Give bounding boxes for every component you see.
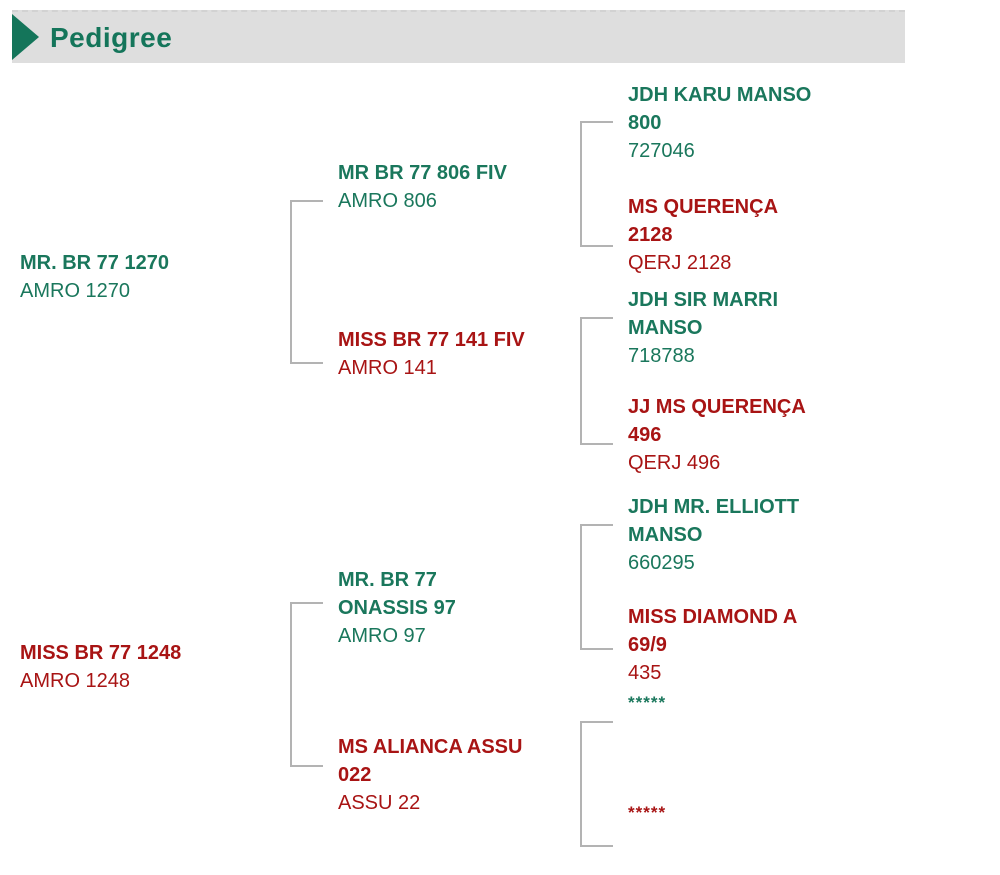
animal-registration-number: QERJ 496	[628, 452, 721, 474]
animal-registration-number: ASSU 22	[338, 792, 421, 814]
pedigree-node-dam-dam-dam: *****	[628, 803, 863, 823]
pedigree-section-header: Pedigree	[12, 10, 905, 63]
animal-name[interactable]: MISS BR 77 141 FIV	[338, 329, 525, 351]
animal-name[interactable]: MR. BR 77 ONASSIS 97	[338, 569, 456, 619]
pedigree-node-dam: MISS BR 77 1248 AMRO 1248	[20, 639, 280, 695]
animal-registration-number: AMRO 806	[338, 190, 437, 212]
section-title: Pedigree	[50, 22, 173, 53]
animal-name[interactable]: MISS BR 77 1248	[20, 642, 182, 664]
pedigree-node-sire-sire: MR BR 77 806 FIV AMRO 806	[338, 159, 583, 215]
arrow-right-icon	[12, 14, 39, 60]
animal-name[interactable]: MS QUERENÇA 2128	[628, 196, 779, 246]
animal-name[interactable]: JDH KARU MANSO 800	[628, 84, 812, 134]
pedigree-node-sire-dam-sire: JDH SIR MARRI MANSO 718788	[628, 286, 863, 370]
animal-name[interactable]: JDH SIR MARRI MANSO	[628, 289, 779, 339]
animal-registration-number: 718788	[628, 345, 695, 367]
pedigree-node-dam-sire-dam: MISS DIAMOND A 69/9 435	[628, 603, 863, 687]
connector-bracket	[580, 524, 613, 650]
animal-name[interactable]: MR BR 77 806 FIV	[338, 162, 507, 184]
animal-name[interactable]: MR. BR 77 1270	[20, 252, 169, 274]
connector-bracket	[580, 121, 613, 247]
pedigree-node-dam-dam: MS ALIANCA ASSU 022 ASSU 22	[338, 733, 583, 817]
unknown-ancestor-stars: *****	[628, 693, 667, 712]
animal-registration-number: AMRO 141	[338, 357, 437, 379]
animal-registration-number: 727046	[628, 140, 695, 162]
animal-registration-number: AMRO 97	[338, 625, 426, 647]
pedigree-node-dam-dam-sire: *****	[628, 693, 863, 713]
animal-registration-number: 435	[628, 662, 662, 684]
animal-registration-number: 660295	[628, 552, 695, 574]
unknown-ancestor-stars: *****	[628, 803, 667, 822]
animal-name[interactable]: MS ALIANCA ASSU 022	[338, 736, 523, 786]
animal-name[interactable]: JDH MR. ELLIOTT MANSO	[628, 496, 800, 546]
pedigree-node-sire-sire-sire: JDH KARU MANSO 800 727046	[628, 81, 863, 165]
pedigree-node-sire-sire-dam: MS QUERENÇA 2128 QERJ 2128	[628, 193, 863, 277]
animal-registration-number: QERJ 2128	[628, 252, 732, 274]
pedigree-node-sire-dam-dam: JJ MS QUERENÇA 496 QERJ 496	[628, 393, 863, 477]
pedigree-node-dam-sire: MR. BR 77 ONASSIS 97 AMRO 97	[338, 566, 583, 650]
connector-bracket	[580, 317, 613, 445]
pedigree-node-sire-dam: MISS BR 77 141 FIV AMRO 141	[338, 326, 583, 382]
pedigree-node-dam-sire-sire: JDH MR. ELLIOTT MANSO 660295	[628, 493, 863, 577]
animal-registration-number: AMRO 1248	[20, 670, 131, 692]
connector-bracket	[290, 200, 323, 364]
pedigree-node-sire: MR. BR 77 1270 AMRO 1270	[20, 249, 280, 305]
animal-name[interactable]: MISS DIAMOND A 69/9	[628, 606, 798, 656]
connector-bracket	[580, 721, 613, 847]
animal-name[interactable]: JJ MS QUERENÇA 496	[628, 396, 806, 446]
animal-registration-number: AMRO 1270	[20, 280, 131, 302]
connector-bracket	[290, 602, 323, 767]
